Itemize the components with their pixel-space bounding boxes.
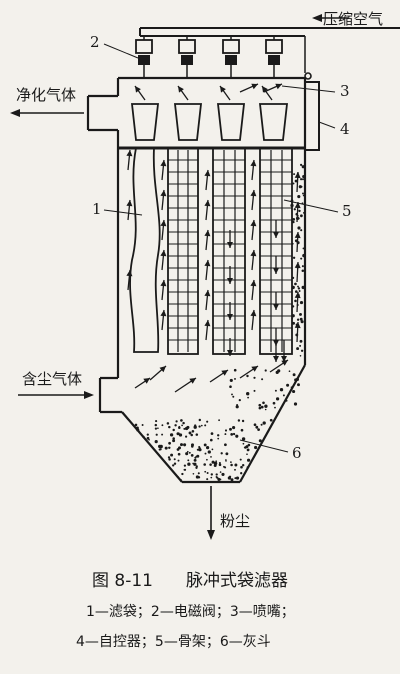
bag-cage: [270, 150, 283, 352]
filter-bag: [259, 147, 293, 355]
solenoid-valve: [135, 36, 153, 78]
solenoid-valve: [265, 36, 283, 78]
figure-id: 图 8-11: [92, 571, 153, 591]
callout-3: 3: [340, 82, 350, 100]
dust-discharge-arrow: [207, 486, 215, 540]
venturi-nozzle: [258, 103, 289, 141]
filter-bag: [129, 147, 161, 353]
callout-6: 6: [292, 444, 302, 462]
dust-particles: [134, 163, 306, 482]
label-clean-gas: 净化气体: [16, 86, 76, 104]
leader-lines: [103, 43, 339, 453]
compressed-air-manifold: [139, 27, 400, 73]
callout-1: 1: [92, 200, 102, 218]
callout-4: 4: [340, 120, 350, 138]
venturi-nozzle: [130, 103, 160, 141]
label-compressed-air: 压缩空气: [323, 10, 383, 28]
venturi-nozzles: [130, 103, 289, 141]
dusty-gas-inlet-arrow: [18, 391, 94, 399]
filter-bag: [212, 147, 246, 355]
venturi-nozzle: [216, 103, 246, 141]
callout-5: 5: [342, 202, 352, 220]
clean-gas-outlet-arrow: [10, 109, 84, 117]
legend-line-2: 4—自控器；5—骨架；6—灰斗: [76, 634, 271, 650]
figure-title: 脉冲式袋滤器: [186, 571, 288, 591]
filter-bags: [129, 147, 293, 355]
gas-flow-arrows: [126, 83, 301, 393]
compressed-air-inlet-arrow: [312, 14, 348, 22]
solenoid-valve-group: [135, 36, 283, 78]
auto-controller: [304, 72, 320, 151]
label-dusty-gas: 含尘气体: [22, 370, 82, 388]
bag-cage: [177, 150, 189, 352]
legend-line-1: 1—滤袋；2—电磁阀；3—喷嘴；: [86, 604, 295, 620]
bag-cages: [168, 150, 292, 352]
solenoid-valve: [222, 36, 240, 78]
callout-2: 2: [90, 33, 100, 51]
bag-cage: [223, 150, 236, 352]
solenoid-valve: [178, 36, 196, 78]
filter-bag: [167, 147, 199, 355]
ash-hopper: [121, 364, 306, 484]
label-dust: 粉尘: [220, 512, 250, 530]
venturi-nozzle: [173, 103, 203, 141]
